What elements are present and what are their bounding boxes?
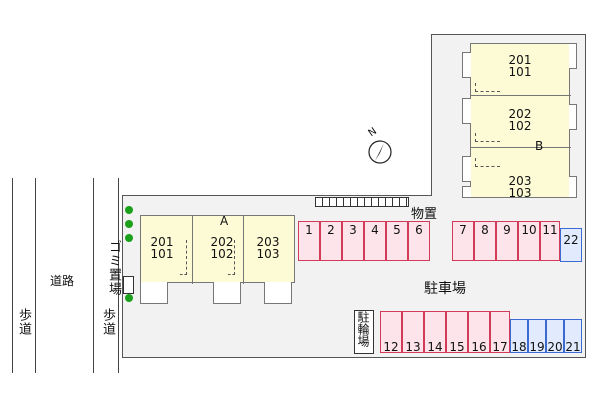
garbage-bin (123, 276, 134, 294)
storage-shed (315, 197, 409, 207)
parking-space: 20 (546, 319, 564, 354)
parking-space: 18 (510, 319, 528, 354)
parking-space: 17 (490, 311, 510, 354)
parking-space: 3 (342, 221, 364, 261)
entrance (569, 43, 577, 69)
parking-space: 7 (452, 221, 474, 261)
tree-icon (125, 220, 133, 228)
stair-outline (475, 158, 500, 167)
parking-label: 駐車場 (424, 281, 466, 297)
parking-space: 21 (564, 319, 582, 354)
entrance (462, 98, 471, 124)
north-arrow-icon (368, 140, 392, 164)
parking-space: 22 (560, 228, 582, 262)
entrance (462, 186, 471, 198)
parking-space: 5 (386, 221, 408, 261)
parking-space: 10 (518, 221, 540, 261)
tree-icon (125, 234, 133, 242)
tree-icon (125, 294, 133, 302)
bike-parking-label: 駐輪場 (356, 311, 370, 347)
sidewalk-edge-line (118, 178, 119, 373)
parking-space: 6 (408, 221, 430, 261)
parking-space: 2 (320, 221, 342, 261)
tree-icon (125, 206, 133, 214)
building-a-label: A (220, 214, 229, 228)
entrance (569, 104, 577, 130)
entrance (462, 52, 471, 78)
sidewalk-edge-line (12, 178, 13, 373)
building-a: A (140, 214, 295, 284)
garbage-area-label: ゴミ置場 (106, 240, 121, 296)
stair-outline (475, 133, 500, 142)
parking-space: 14 (424, 311, 446, 354)
stair-outline (475, 83, 500, 92)
sidewalk-left-label: 歩道 (16, 308, 31, 336)
entrance (264, 282, 292, 304)
stair-outline (228, 240, 235, 275)
entrance (140, 282, 168, 304)
entrance (213, 282, 241, 304)
parking-space: 11 (540, 221, 560, 261)
parking-space: 12 (380, 311, 402, 354)
bike-parking-box: 駐輪場 (354, 310, 374, 354)
parking-space: 13 (402, 311, 424, 354)
parking-space: 16 (468, 311, 490, 354)
sidewalk-right-label: 歩道 (100, 308, 115, 336)
parking-space: 9 (496, 221, 518, 261)
storage-label: 物置 (411, 207, 438, 222)
entrance (462, 156, 471, 182)
entrance (569, 176, 577, 198)
parking-space: 8 (474, 221, 496, 261)
stair-outline (180, 240, 187, 275)
building-b-label: B (535, 139, 544, 153)
parking-space: 15 (446, 311, 468, 354)
parking-space: 4 (364, 221, 386, 261)
parking-space: 19 (528, 319, 546, 354)
road-label: 道路 (50, 274, 75, 288)
road-edge-line (93, 178, 94, 373)
road-edge-line (35, 178, 36, 373)
parking-space: 1 (298, 221, 320, 261)
